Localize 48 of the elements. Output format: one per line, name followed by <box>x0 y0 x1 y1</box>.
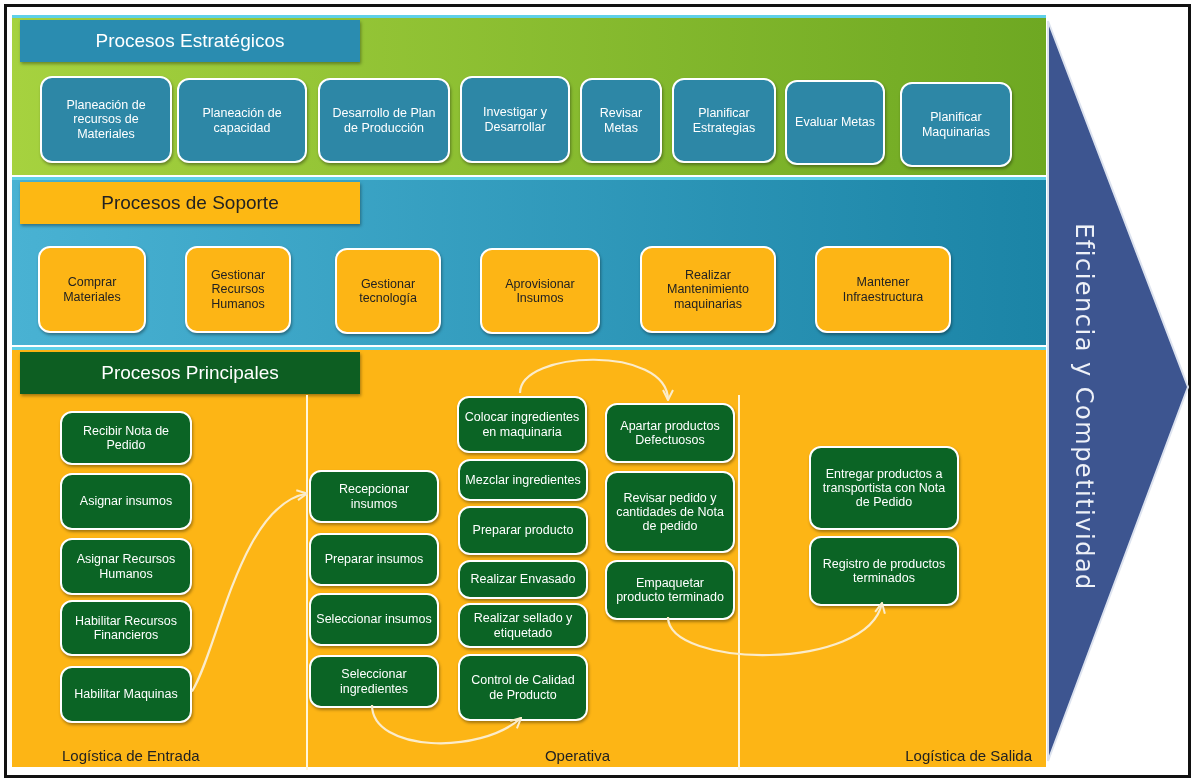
process-box: Planificar Maquinarias <box>900 82 1012 167</box>
process-box: Preparar insumos <box>309 533 439 586</box>
process-box: Asignar Recursos Humanos <box>60 538 192 595</box>
process-box: Seleccionar insumos <box>309 593 439 646</box>
process-box: Aprovisionar Insumos <box>480 248 600 334</box>
column-label: Logística de Entrada <box>62 747 200 764</box>
section-band <box>12 15 1046 175</box>
process-box: Empaquetar producto terminado <box>605 560 735 620</box>
process-box: Realizar Envasado <box>458 560 588 599</box>
section-title: Procesos de Soporte <box>20 182 360 224</box>
process-box: Planeación de recursos de Materiales <box>40 76 172 163</box>
process-box: Comprar Materiales <box>38 246 146 333</box>
curved-arrow <box>191 491 308 692</box>
process-box: Registro de productos terminados <box>809 536 959 606</box>
process-box: Planificar Estrategias <box>672 78 776 163</box>
process-box: Habilitar Recursos Financieros <box>60 600 192 656</box>
process-box: Evaluar Metas <box>785 80 885 165</box>
curved-arrow <box>518 358 672 401</box>
process-box: Recepcionar insumos <box>309 470 439 523</box>
column-label: Operativa <box>544 747 610 764</box>
process-box: Desarrollo de Plan de Producción <box>318 78 450 163</box>
process-box: Colocar ingredientes en maquinaria <box>457 396 587 453</box>
section-title: Procesos Estratégicos <box>20 20 360 62</box>
process-box: Revisar pedido y cantidades de Nota de pedido <box>605 471 735 553</box>
chevron-label: Eficiencia y Competitividad <box>1069 222 1099 593</box>
curved-arrow <box>370 704 522 745</box>
section-band <box>12 177 1046 345</box>
process-box: Realizar sellado y etiquetado <box>458 603 588 648</box>
process-box: Gestionar tecnología <box>335 248 441 334</box>
process-box: Gestionar Recursos Humanos <box>185 246 291 333</box>
section-title: Procesos Principales <box>20 352 360 394</box>
section-band <box>12 347 1046 767</box>
process-box: Habilitar Maquinas <box>60 666 192 723</box>
column-label: Logística de Salida <box>905 747 1032 764</box>
process-box: Apartar productos Defectuosos <box>605 403 735 463</box>
process-box: Realizar Mantenimiento maquinarias <box>640 246 776 333</box>
process-box: Preparar producto <box>458 506 588 555</box>
process-box: Mezclar ingredientes <box>458 459 588 501</box>
process-box: Entregar productos a transportista con Nota de Pedido <box>809 446 959 530</box>
process-box: Recibir Nota de Pedido <box>60 411 192 465</box>
curved-arrow <box>666 602 884 657</box>
process-box: Mantener Infraestructura <box>815 246 951 333</box>
process-box: Seleccionar ingredientes <box>309 655 439 708</box>
process-box: Control de Calidad de Producto <box>458 654 588 721</box>
process-box: Revisar Metas <box>580 78 662 163</box>
process-box: Investigar y Desarrollar <box>460 76 570 163</box>
process-box: Asignar insumos <box>60 473 192 530</box>
process-box: Planeación de capacidad <box>177 78 307 163</box>
